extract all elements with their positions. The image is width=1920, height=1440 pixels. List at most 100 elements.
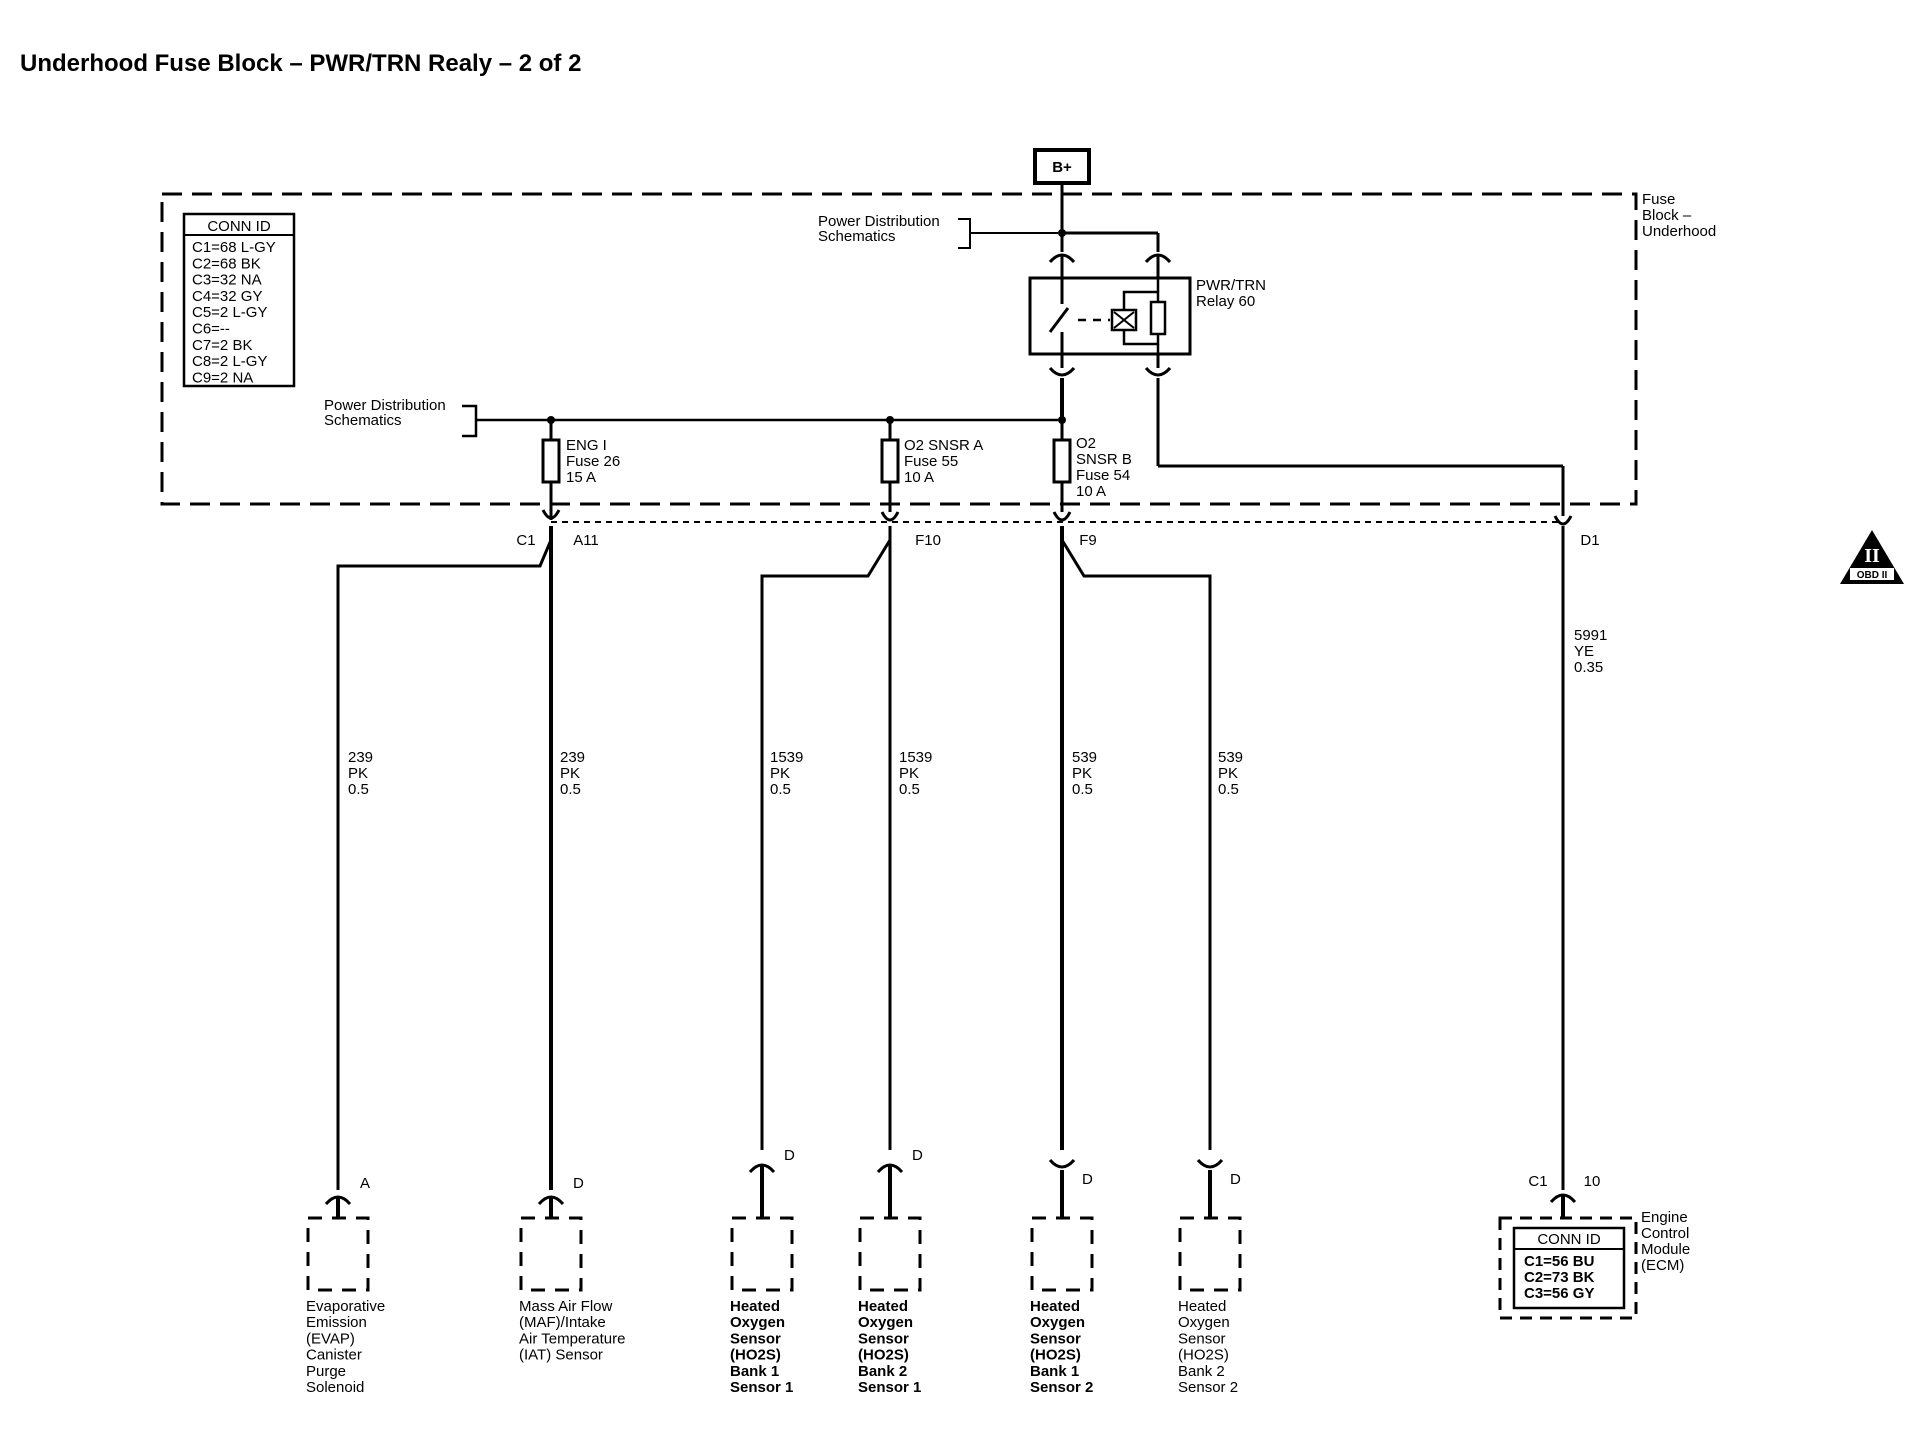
fuse-label-line: 10 A [1076,483,1106,500]
power-distribution-left-label: Schematics [324,412,402,429]
fuses [541,420,1072,520]
wire-color: PK [348,765,368,782]
wire-gauge: 0.5 [899,781,920,798]
component-name-line: Bank 1 [730,1363,779,1380]
component-name-line: Oxygen [858,1314,913,1331]
ecm-name-line: Module [1641,1241,1690,1258]
wire-gauge: 0.5 [560,781,581,798]
component-box [306,1216,370,1292]
component-name-line: Sensor 1 [858,1379,921,1396]
obd-ii-text: OBD II [1857,570,1888,581]
component-name-line: (EVAP) [306,1330,355,1347]
conn-id-header: CONN ID [207,218,271,235]
components: A EvaporativeEmission(EVAP)CanisterPurgeS… [306,1147,1242,1396]
diagram-title: Underhood Fuse Block – PWR/TRN Realy – 2… [20,50,581,77]
conn-id-row: C6=-- [192,321,230,338]
fuse-label-line: 15 A [566,469,596,486]
component-name-line: Evaporative [306,1298,385,1315]
component-name-line: (HO2S) [858,1347,909,1364]
component-name-line: Bank 1 [1030,1363,1079,1380]
component-name-line: Sensor 2 [1178,1379,1238,1396]
wire-circuit: 5991 [1574,627,1607,644]
component-box [1030,1216,1094,1292]
ecm-pin-label: 10 [1584,1173,1601,1190]
fuse-label-line: O2 SNSR A [904,437,983,454]
fuse-label-line: ENG I [566,437,607,454]
wire-color: YE [1574,643,1594,660]
wire-gauge: 0.5 [770,781,791,798]
component-name-line: Sensor [730,1330,781,1347]
component-pin-label: A [360,1175,370,1192]
fuse-label-line: Fuse 26 [566,453,620,470]
wire-circuit: 539 [1218,749,1243,766]
ecm-name-line: Control [1641,1225,1689,1242]
ecm-conn-row: C1=56 BU [1524,1253,1594,1270]
fuse-label-line: Fuse 54 [1076,467,1130,484]
fuse-block-name-line: Underhood [1642,223,1716,240]
component-name-line: Heated [858,1298,908,1315]
component-name-line: Sensor [858,1330,909,1347]
wire-runs [336,526,1565,1190]
component-name-line: Bank 2 [858,1363,907,1380]
component-box [519,1216,583,1292]
bus-junctions [547,229,1066,424]
wire-circuit: 239 [560,749,585,766]
connector-a11-label: A11 [573,532,599,549]
component-pin-label: D [912,1147,923,1164]
fuse-block-outline [160,192,1638,506]
ecm-conn-row: C3=56 GY [1524,1285,1594,1302]
wire-color: PK [560,765,580,782]
power-distribution-top-label: Schematics [818,228,896,245]
component-pin-label: D [784,1147,795,1164]
component-name-line: (MAF)/Intake [519,1314,606,1331]
component-name-line: Solenoid [306,1379,364,1396]
component-name: EvaporativeEmission(EVAP)CanisterPurgeSo… [306,1298,385,1396]
power-distribution-top-label: Power Distribution [818,213,940,230]
fuse-block-name-line: Block – [1642,207,1692,224]
component-name-line: Heated [1178,1298,1226,1315]
component-name-line: Oxygen [1030,1314,1085,1331]
relay-label-line: Relay 60 [1196,293,1255,310]
conn-id-row: C3=32 NA [192,272,262,289]
wire-color: PK [899,765,919,782]
component-box [858,1216,922,1292]
page-title: Underhood Fuse Block – PWR/TRN Realy – 2… [20,50,581,77]
component-1: A EvaporativeEmission(EVAP)CanisterPurgeS… [306,1175,385,1396]
obd-ii-badge: II OBD II [1840,530,1904,584]
fuse-label-line: O2 [1076,435,1096,452]
relay-wiring [1048,183,1172,278]
connector-d1-label: D1 [1580,532,1599,549]
conn-id-row: C5=2 L-GY [192,304,267,321]
conn-id-row: C4=32 GY [192,288,262,305]
component-name-line: (HO2S) [1030,1347,1081,1364]
wire-circuit: 239 [348,749,373,766]
ecm-conn-id-header: CONN ID [1537,1231,1601,1248]
component-name-line: (IAT) Sensor [519,1347,603,1364]
connector-c1-label: C1 [516,532,535,549]
connector-f9-label: F9 [1079,532,1097,549]
conn-id-row: C7=2 BK [192,337,252,354]
component-name-line: (HO2S) [1178,1347,1229,1364]
conn-id-row: C8=2 L-GY [192,353,267,370]
